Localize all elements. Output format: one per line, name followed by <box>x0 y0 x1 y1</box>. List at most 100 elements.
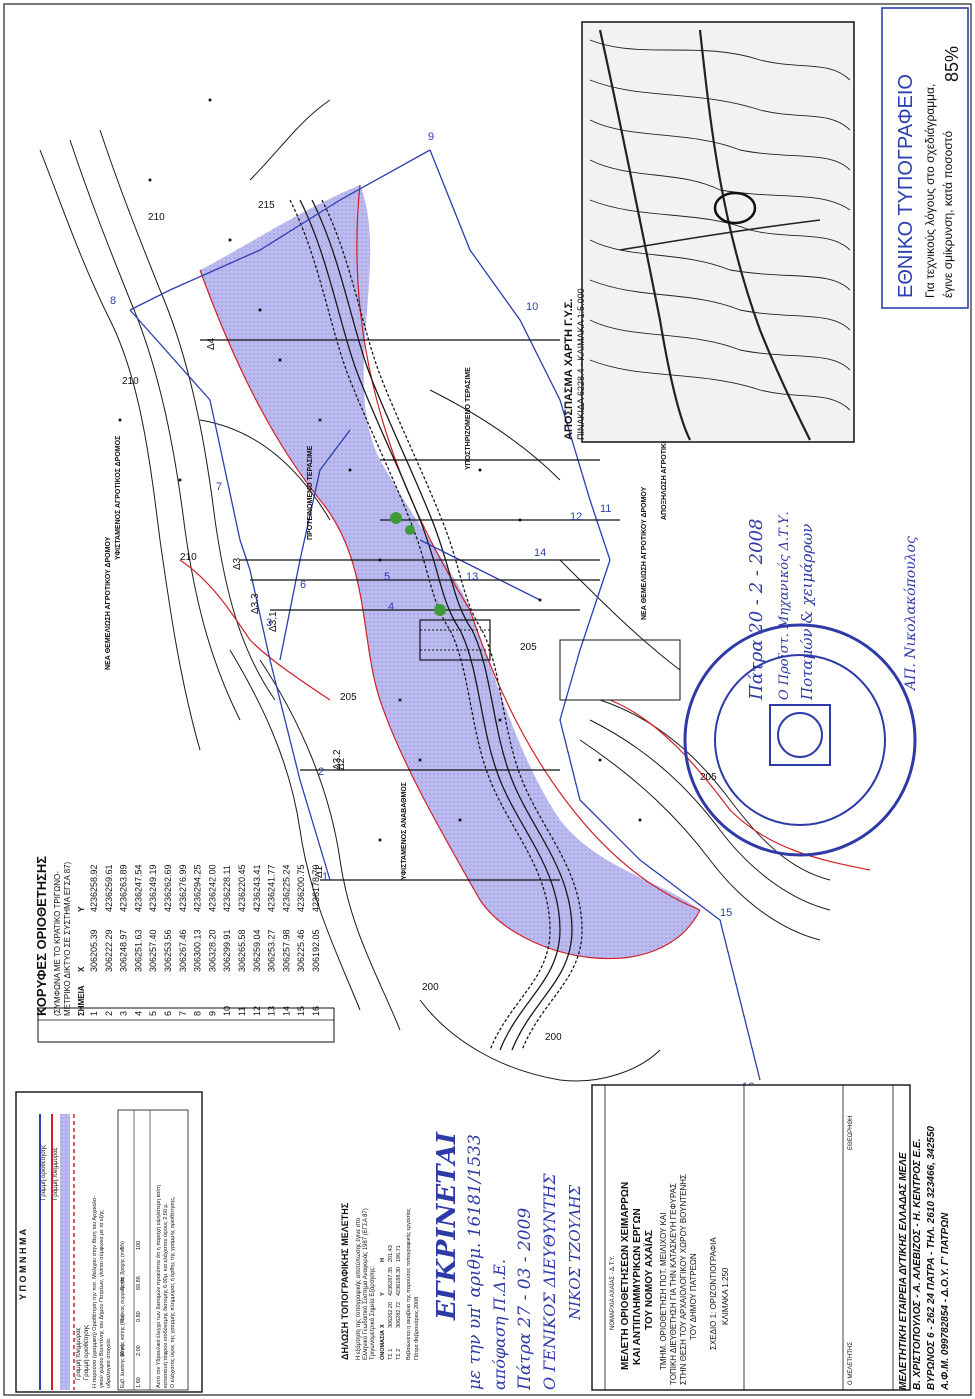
svg-text:11: 11 <box>600 503 611 515</box>
vertices-cell: 7 <box>178 1011 188 1016</box>
vertices-title: ΚΟΡΥΦΕΣ ΟΡΙΟΘΕΤΗΣΗΣ <box>34 856 49 1016</box>
vertices-cell: 306299.91 <box>222 929 232 972</box>
declaration-cell: 306282.72 <box>396 1302 402 1328</box>
legend: Υ Π Ο Μ Ν Η Μ Α Γραμμή οριοθέτησης Γραμμ… <box>18 1145 176 1388</box>
svg-text:Δ3: Δ3 <box>232 557 243 570</box>
vertices-cell: 4236242.00 <box>207 864 217 912</box>
hw-director-title: Ο ΓΕΝΙΚΟΣ ΔΙΕΥΘΥΝΤΗΣ <box>540 1173 559 1390</box>
declaration: ΔΗΛΩΣΗ ΤΟΠΟΓΡΑΦΙΚΗΣ ΜΕΛΕΤΗΣ Η εξάρτηση τ… <box>340 1202 420 1360</box>
svg-text:15: 15 <box>720 907 732 919</box>
svg-text:13: 13 <box>466 571 478 583</box>
vertices-cell: 306253.27 <box>267 929 277 972</box>
legend-note-1: γικού χώρου Βουντένης του Δήμου Πατρέων,… <box>98 1210 105 1388</box>
vertices-cell: 4236178.79 <box>311 864 321 912</box>
ety-line-2: έγινε σμίκρυνση, κατά ποσοστό <box>941 131 955 298</box>
legend-note-2: υδρολογικά στοιχεία: <box>105 1337 112 1388</box>
declaration-footer-1: Πάτρα Φεβρουάριος 2008 <box>413 1297 420 1360</box>
vertices-subtitle-1: (ΣΥΜΦΩΝΑ ΜΕ ΤΟ ΚΡΑΤΙΚΟ ΤΡΙΓΩΝΟ- <box>53 871 62 1016</box>
elevation-points <box>118 98 642 842</box>
declaration-title: ΔΗΛΩΣΗ ΤΟΠΟΓΡΑΦΙΚΗΣ ΜΕΛΕΤΗΣ <box>340 1202 350 1360</box>
vertices-subtitle-2: ΜΕΤΡΙΚΟ ΔΙΚΤΥΟ ΣΕ ΣΥΣΤΗΜΑ ΕΓΣΑ 87) <box>63 861 72 1016</box>
vertices-cell: 4236276.99 <box>178 864 188 912</box>
tb-authority: ΝΟΜΑΡΧΙΑ ΑΧΑΪΑΣ - Δ.Τ.Υ. <box>609 1255 616 1330</box>
hydro-cell: 1.60 <box>136 1377 142 1388</box>
legend-item-2: Γραμμή πλημμύρας <box>75 1327 82 1380</box>
svg-text:205: 205 <box>700 772 717 783</box>
inset-subtitle: ΠΙΝΑΚΙΔΑ 6228.4 - ΚΛΙΜΑΚΑ 1:5.000 <box>576 288 586 440</box>
vertices-cell: 4 <box>133 1011 143 1016</box>
vertices-cell: 4236220.45 <box>237 864 247 912</box>
tb-project-3: ΣΤΗΝ ΘΕΣΗ ΤΟΥ ΑΡΧΑΙΟΛΟΓΙΚΟΥ ΧΩΡΟΥ ΒΟΥΝΤΕ… <box>679 1174 688 1385</box>
tb-scale: ΚΛΙΜΑΚΑ 1:250 <box>721 1267 730 1325</box>
svg-text:7: 7 <box>216 481 222 493</box>
vertices-cell: 4236200.75 <box>296 864 306 912</box>
vertices-cell: 4236294.25 <box>193 864 203 912</box>
sheet-border <box>3 3 972 1396</box>
tb-study-2: ΚΑΙ ΑΝΤΙΠΛΗΜΜΥΡΙΚΩΝ ΕΡΓΩΝ <box>632 1208 643 1365</box>
vertices-cell: 8 <box>193 1011 203 1016</box>
vertices-cell: 306251.63 <box>133 929 143 972</box>
declaration-cell: ΤΣ 1 <box>388 1349 394 1360</box>
svg-text:200: 200 <box>422 982 439 993</box>
tb-project-4: ΤΟΥ ΔΗΜΟΥ ΠΑΤΡΕΩΝ <box>689 1253 698 1340</box>
vertices-cell: 306225.46 <box>296 929 306 972</box>
vertices-cell: 4236262.69 <box>163 864 173 912</box>
declaration-line-0: Η εξάρτηση της τοπογραφικής αποτύπωσης έ… <box>355 1217 362 1360</box>
hw-director-name: ΝΙΚΟΣ ΤΖΟΥΛΗΣ <box>566 1185 584 1321</box>
vertices-cell: 4236247.54 <box>133 864 143 912</box>
vertices-cell: 4236243.41 <box>252 864 262 912</box>
inset-map <box>581 21 855 443</box>
vertices-cell: 6 <box>163 1011 173 1016</box>
svg-text:1: 1 <box>322 871 328 883</box>
tb-company-1: ΜΕΛΕΤΗΤΙΚΗ ΕΤΑΙΡΕΙΑ ΔΥΤΙΚΗΣ ΕΛΛΑΔΑΣ ΜΕΛΕ <box>898 1152 909 1390</box>
hw-engineer-name: ΑΠ. Νικολακόπουλος <box>903 536 919 692</box>
vertices-header: X <box>77 966 86 972</box>
svg-text:Δ4: Δ4 <box>206 337 217 350</box>
svg-text:ΥΠΟΣΤΗΡΙΖΟΜΕΝΟ ΤΕΡΑΣΙΜΕ: ΥΠΟΣΤΗΡΙΖΟΜΕΝΟ ΤΕΡΑΣΙΜΕ <box>465 367 472 470</box>
vertices-cell: 1 <box>89 1011 99 1016</box>
vertices-rows: ΣΗΜΕΙΑXY1306205.394236258.922306222.2942… <box>77 864 321 1016</box>
construction-notes: ΝΕΑ ΘΕΜΕΛΙΩΣΗ ΑΓΡΟΤΙΚΟΥ ΔΡΟΜΟΥ ΥΦΙΣΤΑΜΕΝ… <box>105 367 668 880</box>
vertices-cell: 4236258.92 <box>89 864 99 912</box>
legend-note2-2: Ο ελάχιστος ύψος της γραμμής πλημμύρας ή… <box>169 1196 176 1388</box>
bridge <box>419 619 681 701</box>
tree-markers <box>390 512 446 616</box>
vertices-cell: 306222.29 <box>104 929 114 972</box>
official-seal <box>683 623 917 857</box>
tb-signer: Ο ΜΕΛΕΤΗΤΗΣ <box>848 1342 854 1385</box>
vertices-cell: 306257.40 <box>148 929 158 972</box>
vertices-cell: 10 <box>222 1006 232 1016</box>
legend-note2-0: Αυτό τον Υδραυλικό έλεγχο των διατομών π… <box>155 1185 162 1388</box>
vertices-cell: 12 <box>252 1006 262 1016</box>
vertices-table: ΚΟΡΥΦΕΣ ΟΡΙΟΘΕΤΗΣΗΣ (ΣΥΜΦΩΝΑ ΜΕ ΤΟ ΚΡΑΤΙ… <box>34 856 321 1016</box>
vertices-cell: 3 <box>119 1011 129 1016</box>
declaration-footer-0: Βεβαιώνεται η ακρίβεια της παρούσας τοπο… <box>405 1208 412 1360</box>
hydro-cell: 69.86 <box>136 1276 142 1290</box>
hw-decision-no: με την υπ' αριθμ. 16181/1533 <box>465 1134 485 1390</box>
declaration-header: ΟΝΟΜΑΣΙΑ <box>380 1330 386 1360</box>
legend-item-1: Γραμμή πλημμύρας <box>52 1147 59 1200</box>
tb-company-2: Β. ΧΡΙΣΤΟΠΟΥΛΟΣ - Α. ΑΛΕΒΙΖΟΣ - Η. ΚΕΝΤΡ… <box>912 1138 923 1390</box>
legend-frame <box>15 1091 203 1393</box>
contour-lines <box>39 99 831 1082</box>
hydro-header: Χρόνος συρροής (h) <box>119 1277 126 1322</box>
national-printing-office-box: ΕΘΝΙΚΟ ΤΥΠΟΓΡΑΦΕΙΟ Για τεχνικούς λόγους … <box>881 7 969 309</box>
vertices-cell: 306328.20 <box>207 929 217 972</box>
svg-text:Δ3.1: Δ3.1 <box>268 611 279 632</box>
svg-text:Δ3.2: Δ3.2 <box>332 749 343 770</box>
tb-company-3: ΒΥΡΩΝΟΣ 6 - 262 24 ΠΑΤΡΑ - ΤΗΛ. 2610 323… <box>926 1126 937 1390</box>
contour-labels: 215 210 210 205 205 200 200 205 210 <box>122 200 717 1043</box>
title-block: ΝΟΜΑΡΧΙΑ ΑΧΑΪΑΣ - Δ.Τ.Υ. ΜΕΛΕΤΗ ΟΡΙΟΘΕΤΗ… <box>609 1116 951 1392</box>
svg-text:210: 210 <box>122 376 139 387</box>
svg-text:14: 14 <box>534 547 546 559</box>
legend-note2-1: κατασκευή τάφρου ισοδύναμης διατομής 6.0… <box>162 1202 169 1388</box>
svg-text:205: 205 <box>340 692 357 703</box>
svg-text:9: 9 <box>428 131 434 143</box>
svg-text:ΝΕΑ ΘΕΜΕΛΙΩΣΗ ΑΓΡΟΤΙΚΟΥ ΔΡΟΜΟΥ: ΝΕΑ ΘΕΜΕΛΙΩΣΗ ΑΓΡΟΤΙΚΟΥ ΔΡΟΜΟΥ <box>105 536 112 670</box>
hydro-header: Εντατ. βροχής (mm/h) <box>119 1241 126 1290</box>
plan-view: 215 210 210 205 205 200 200 205 210 1 2 … <box>39 98 871 1093</box>
vertices-cell: 13 <box>267 1006 277 1016</box>
vertices-cell: 2 <box>104 1011 114 1016</box>
svg-text:Δ2: Δ2 <box>336 757 347 770</box>
